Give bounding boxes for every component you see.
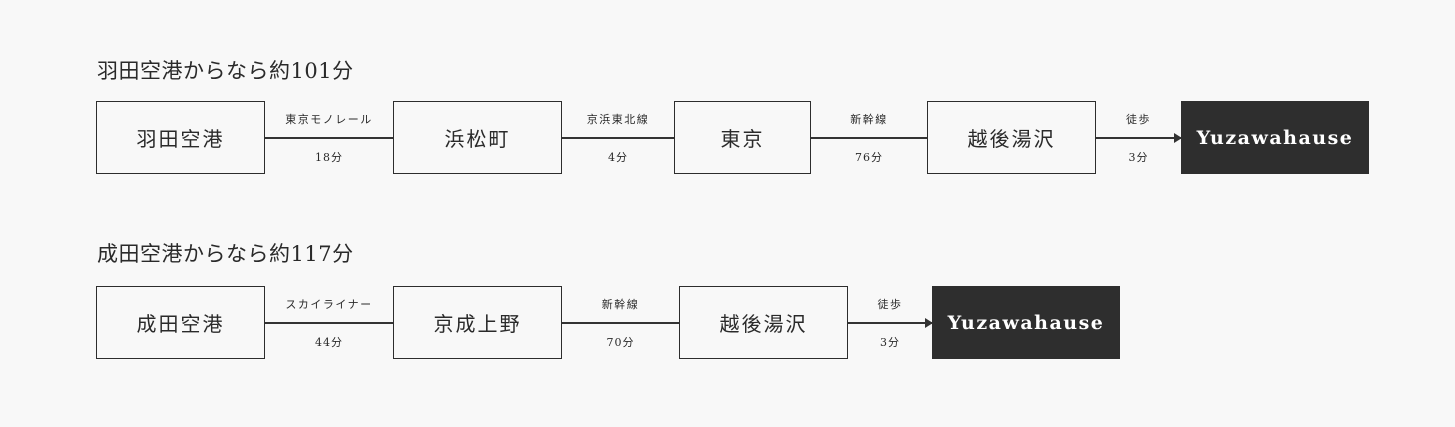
travel-duration: 3分 (1128, 151, 1149, 164)
route-flow-haneda: 羽田空港 東京モノレール 18分 浜松町 京浜東北線 4分 東京 新幹線 76分… (96, 101, 1369, 174)
line-name: スカイライナー (285, 298, 373, 311)
travel-duration: 70分 (606, 336, 635, 349)
connector-line (265, 322, 393, 324)
arrow-right-icon (925, 318, 933, 328)
line-name: 徒歩 (1126, 113, 1151, 126)
station-echigo-yuzawa: 越後湯沢 (679, 286, 848, 359)
line-name: 新幹線 (601, 298, 640, 311)
travel-duration: 3分 (880, 336, 900, 349)
route-link-walk: 徒歩 3分 (1096, 101, 1182, 174)
travel-duration: 44分 (315, 336, 343, 349)
station-haneda-airport: 羽田空港 (96, 101, 265, 174)
destination-yuzawahause: Yuzawahause (1181, 101, 1369, 174)
travel-duration: 76分 (855, 151, 883, 164)
line-name: 京浜東北線 (586, 113, 650, 126)
connector-line (1096, 137, 1181, 139)
station-echigo-yuzawa: 越後湯沢 (927, 101, 1096, 174)
connector-line (562, 322, 679, 324)
station-narita-airport: 成田空港 (96, 286, 265, 359)
line-name: 徒歩 (877, 298, 903, 311)
route-title-narita: 成田空港からなら約117分 (97, 242, 354, 266)
route-link-walk: 徒歩 3分 (848, 286, 933, 359)
route-flow-narita: 成田空港 スカイライナー 44分 京成上野 新幹線 70分 越後湯沢 徒歩 3分… (96, 286, 1120, 359)
line-name: 東京モノレール (285, 113, 373, 126)
connector-line (562, 137, 674, 139)
connector-line (265, 137, 393, 139)
route-link-shinkansen: 新幹線 76分 (811, 101, 927, 174)
route-title-haneda: 羽田空港からなら約101分 (97, 59, 354, 83)
travel-duration: 18分 (315, 151, 343, 164)
route-link-monorail: 東京モノレール 18分 (265, 101, 393, 174)
line-name: 新幹線 (850, 113, 888, 126)
connector-line (811, 137, 927, 139)
station-tokyo: 東京 (674, 101, 811, 174)
station-hamamatsucho: 浜松町 (393, 101, 562, 174)
route-link-shinkansen: 新幹線 70分 (562, 286, 679, 359)
arrow-right-icon (1174, 133, 1182, 143)
route-link-skyliner: スカイライナー 44分 (265, 286, 393, 359)
route-link-keihin-tohoku: 京浜東北線 4分 (562, 101, 674, 174)
connector-line (848, 322, 932, 324)
travel-duration: 4分 (608, 151, 628, 164)
station-keisei-ueno: 京成上野 (393, 286, 562, 359)
destination-yuzawahause: Yuzawahause (932, 286, 1120, 359)
